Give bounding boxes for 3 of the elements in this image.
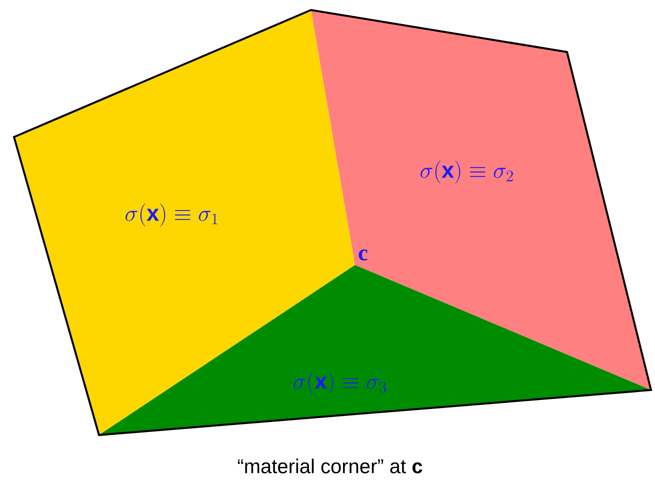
region-area: $\sigma(\mathbf{x}) \equiv \sigma_3$ (99, 265, 652, 435)
corner-label: c (358, 250, 368, 260)
caption: “material corner” at c (238, 458, 422, 474)
